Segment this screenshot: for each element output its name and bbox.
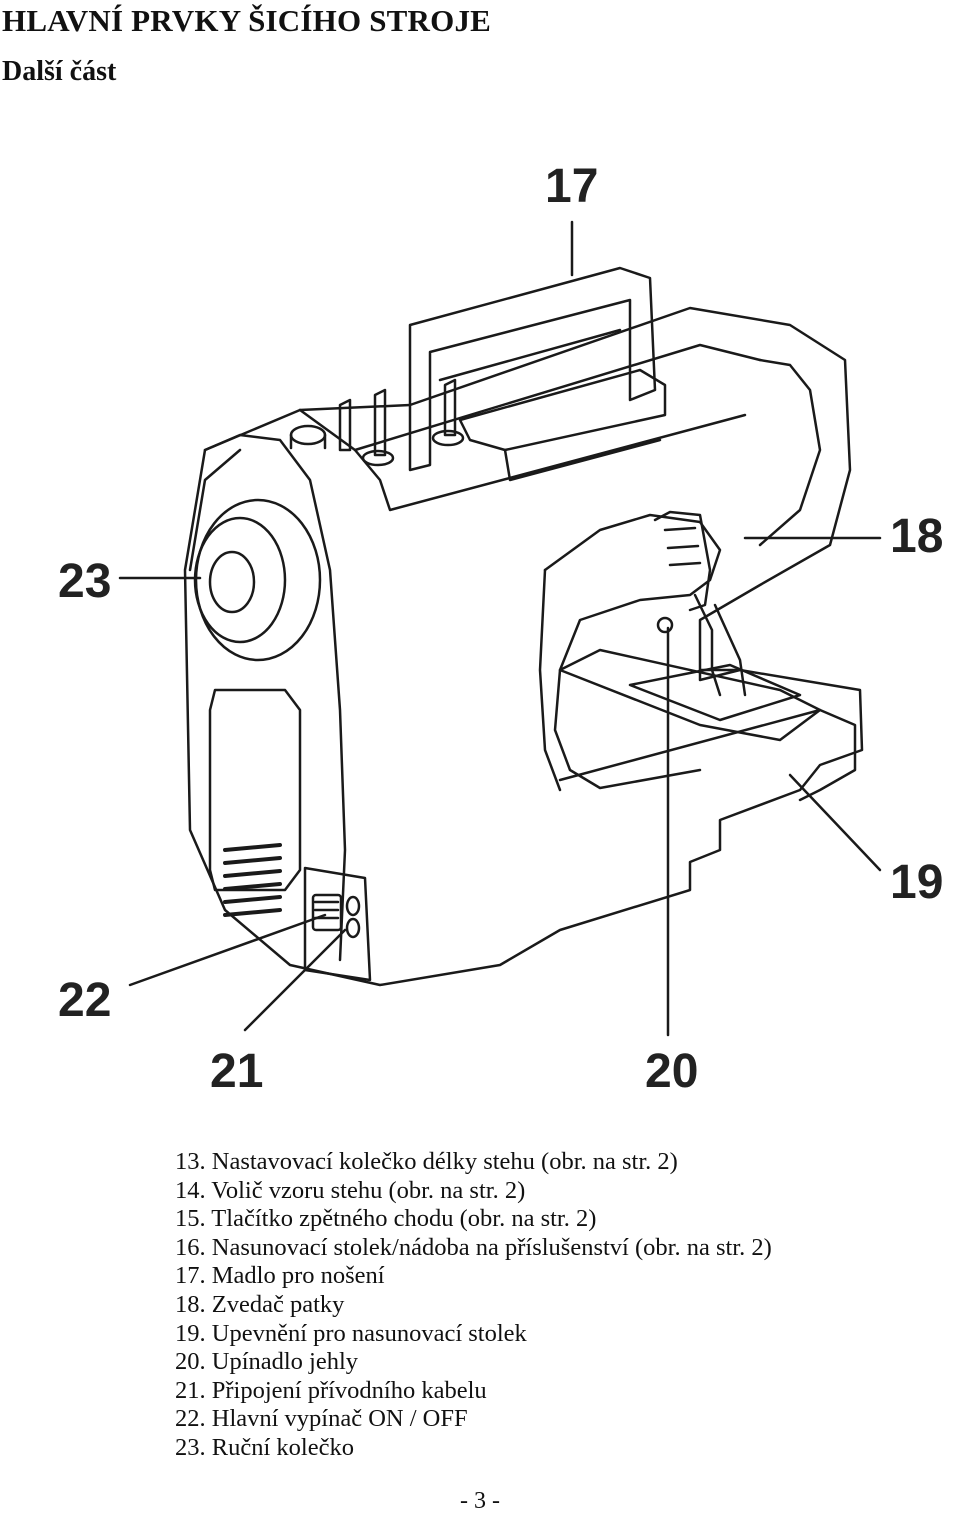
callout-21: 21 <box>210 1045 263 1098</box>
machine-body <box>183 306 864 987</box>
callout-22: 22 <box>58 974 111 1027</box>
legend-item: 18. Zvedač patky <box>175 1290 345 1318</box>
carrying-handle <box>408 266 657 472</box>
hand-wheel <box>193 498 322 662</box>
sewing-machine-illustration: 17 18 19 20 21 22 23 <box>58 160 943 1098</box>
legend-item: 21. Připojení přívodního kabelu <box>175 1376 487 1404</box>
arm-opening <box>543 513 722 790</box>
page-title: HLAVNÍ PRVKY ŠICÍHO STROJE <box>2 3 492 38</box>
legend-item: 19. Upevnění pro nasunovací stolek <box>175 1319 527 1347</box>
legend-item: 20. Upínadlo jehly <box>175 1348 359 1376</box>
legend-item: 14. Volič vzoru stehu (obr. na str. 2) <box>175 1176 526 1204</box>
legend-item: 17. Madlo pro nošení <box>175 1262 385 1290</box>
callout-18: 18 <box>890 510 943 563</box>
callout-17: 17 <box>545 160 598 213</box>
legend-item: 15. Tlačítko zpětného chodu (obr. na str… <box>175 1205 597 1233</box>
sewing-machine-figure: 17 18 19 20 21 22 23 <box>0 150 960 1110</box>
presser-foot-lifter <box>653 510 712 612</box>
legend-item: 23. Ruční kolečko <box>175 1433 354 1461</box>
legend-item: 13. Nastavovací kolečko délky stehu (obr… <box>175 1148 678 1175</box>
callout-20: 20 <box>645 1045 698 1098</box>
legend-item: 22. Hlavní vypínač ON / OFF <box>175 1405 468 1433</box>
parts-legend: 13. Nastavovací kolečko délky stehu (obr… <box>175 1148 772 1463</box>
callout-23: 23 <box>58 555 111 608</box>
callout-19: 19 <box>890 856 943 909</box>
power-socket-panel <box>303 866 372 982</box>
legend-item: 16. Nasunovací stolek/nádoba na přísluše… <box>175 1233 772 1261</box>
page-subtitle: Další část <box>2 56 117 87</box>
page-number: - 3 - <box>460 1488 500 1514</box>
